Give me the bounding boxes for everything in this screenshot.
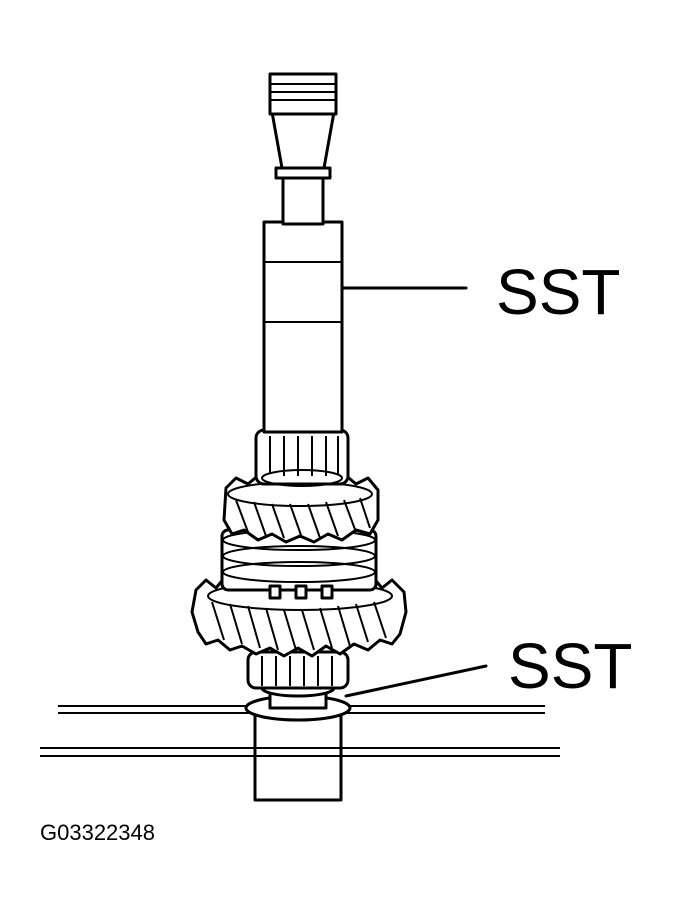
upper-collar [254, 428, 350, 487]
lower-spline-hub [246, 650, 350, 690]
synchronizer-hub [220, 528, 378, 600]
lower-sst-label: SST [508, 630, 632, 702]
figure-code: G03322348 [40, 820, 155, 845]
lower-leader-line [344, 664, 488, 698]
upper-helical-gear [222, 470, 380, 544]
lower-shaft [253, 710, 343, 802]
upper-sst-label: SST [496, 256, 620, 328]
upper-sst-tool [262, 72, 344, 434]
